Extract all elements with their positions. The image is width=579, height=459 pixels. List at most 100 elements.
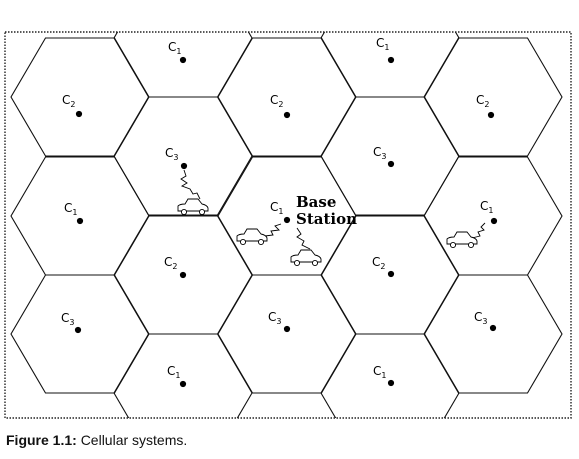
cell-hexagon	[10, 37, 150, 157]
base-station-dot	[283, 111, 291, 119]
cell-label: C1	[480, 199, 493, 215]
cell-label: C1	[167, 364, 180, 380]
car-icon	[177, 198, 209, 216]
base-station-dot	[76, 217, 84, 225]
cell-c2-lower-right: C2	[372, 255, 395, 278]
car-icon	[446, 231, 478, 249]
cell-label: C2	[62, 93, 75, 109]
base-station-dot	[283, 216, 291, 224]
cell-label-subscript: 1	[278, 207, 283, 216]
cell-c2-middle: C2	[270, 93, 291, 119]
cell-c1-top-left: C1	[168, 40, 187, 64]
cell-c2-lower-left: C2	[164, 255, 187, 279]
cell-c3-right: C3	[474, 310, 497, 332]
cell-hexagon	[217, 37, 357, 157]
cell-hexagon	[10, 274, 150, 394]
cell-label-subscript: 2	[278, 100, 283, 109]
cell-hexagon	[217, 274, 357, 394]
cell-label-subscript: 1	[384, 43, 389, 52]
cell-label: C1	[373, 364, 386, 380]
cell-label: C2	[372, 255, 385, 271]
cell-c1-left: C1	[64, 201, 84, 225]
cell-label-subscript: 1	[175, 371, 180, 380]
cell-c1-bottom-right: C1	[373, 364, 395, 387]
base-station-dot	[179, 56, 187, 64]
radio-link	[471, 222, 486, 239]
cell-label-subscript: 3	[381, 152, 386, 161]
cell-hexagon	[320, 333, 460, 418]
base-station-dot	[490, 217, 498, 225]
cell-c1-right: C1	[480, 199, 498, 225]
cell-hexagon	[113, 96, 253, 216]
cell-c3-upper-left: C3	[165, 146, 188, 170]
cell-hexagon	[320, 32, 460, 98]
radio-link	[180, 169, 201, 200]
base-station-dot	[387, 56, 395, 64]
base-station-dot	[487, 111, 495, 119]
cell-hexagon	[423, 274, 563, 394]
cell-hexagon	[423, 37, 563, 157]
hexagon-grid	[10, 32, 563, 418]
cell-c3-middle: C3	[268, 310, 291, 333]
cell-label-subscript: 2	[172, 262, 177, 271]
cell-label: C3	[474, 310, 487, 326]
cell-c1-center: C1	[270, 200, 291, 224]
cell-label: C3	[373, 145, 386, 161]
cell-label-subscript: 3	[482, 317, 487, 326]
cell-label-subscript: 3	[173, 153, 178, 162]
radio-links	[180, 169, 486, 250]
radio-link	[296, 227, 311, 250]
cell-label-subscript: 1	[72, 208, 77, 217]
cell-label-subscript: 2	[380, 262, 385, 271]
cell-label-subscript: 1	[176, 47, 181, 56]
cell-label: C2	[164, 255, 177, 271]
base-station-dot	[179, 380, 187, 388]
cell-label-subscript: 1	[381, 371, 386, 380]
diagram-frame	[4, 31, 572, 419]
cell-c3-left: C3	[61, 311, 82, 334]
car-icon	[236, 228, 268, 246]
figure-title: Cellular systems.	[80, 432, 188, 448]
base-station-label: Station	[296, 210, 357, 228]
figure-label: Figure 1.1:	[6, 432, 77, 448]
cell-hexagon	[320, 96, 460, 216]
cell-label: C2	[270, 93, 283, 109]
base-station-dot	[180, 162, 188, 170]
base-station-dot	[179, 271, 187, 279]
base-station-dot	[489, 324, 497, 332]
figure-caption: Figure 1.1: Cellular systems.	[6, 432, 187, 448]
car-icon	[290, 249, 322, 267]
cell-label: C3	[61, 311, 74, 327]
cell-c2-left: C2	[62, 93, 83, 118]
cell-c1-bottom-left: C1	[167, 364, 187, 388]
cell-c2-right: C2	[476, 93, 495, 119]
base-station-dot	[387, 160, 395, 168]
base-station-label: Base	[296, 193, 336, 211]
base-station-dot	[387, 270, 395, 278]
base-station-dot	[74, 326, 82, 334]
cell-hexagon	[113, 32, 253, 98]
base-station-dot	[75, 110, 83, 118]
mobile-cars	[177, 198, 478, 267]
cell-label-subscript: 3	[276, 317, 281, 326]
cell-hexagon	[10, 156, 150, 276]
radio-link	[264, 223, 282, 237]
cell-label: C1	[376, 36, 389, 52]
cell-hexagon	[423, 156, 563, 276]
cell-label-subscript: 2	[484, 100, 489, 109]
cell-label: C1	[64, 201, 77, 217]
cell-label-subscript: 2	[70, 100, 75, 109]
cell-c1-top-right: C1	[376, 36, 395, 64]
cell-label: C1	[168, 40, 181, 56]
cell-c3-upper-right: C3	[373, 145, 395, 168]
cell-label: C3	[165, 146, 178, 162]
cell-label-subscript: 3	[69, 318, 74, 327]
cell-label: C2	[476, 93, 489, 109]
cell-label: C3	[268, 310, 281, 326]
cell-label: C1	[270, 200, 283, 216]
base-station-dot	[387, 379, 395, 387]
base-station-dot	[283, 325, 291, 333]
cell-label-subscript: 1	[488, 206, 493, 215]
